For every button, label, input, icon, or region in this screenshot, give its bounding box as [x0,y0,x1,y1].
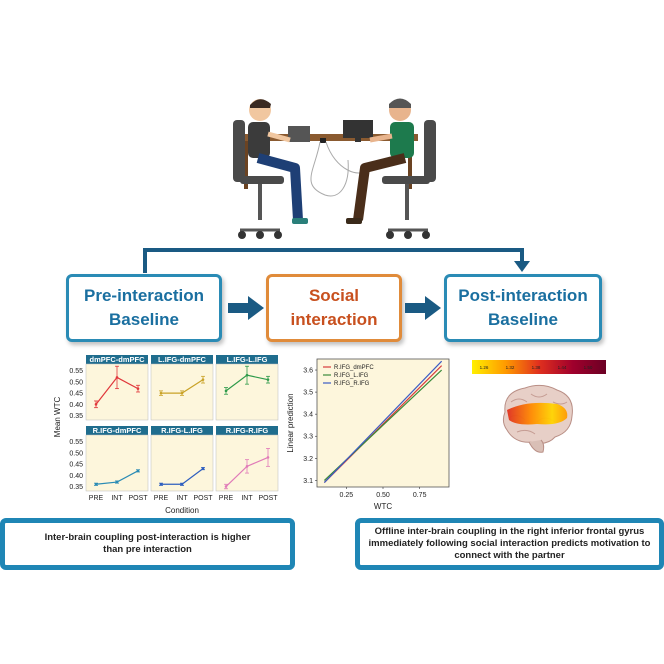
facet-xlabel: Condition [165,506,199,515]
data-point [224,389,228,393]
y-tick-label: 0.40 [69,473,83,480]
data-point [245,373,249,377]
y-tick-label: 0.55 [69,368,83,375]
x-tick-label: 0.75 [413,492,427,499]
result-right-text: Offline inter-brain coupling in the righ… [368,526,651,561]
y-tick-label: 0.50 [69,379,83,386]
y-tick-label: 3.2 [303,456,313,463]
colorbar-gradient [472,360,606,374]
data-point [159,482,163,486]
result-left-text: Inter-brain coupling post-interaction is… [44,532,251,555]
series-line [323,360,443,484]
facet-title: R.IFG-R.IFG [226,426,269,435]
post-interaction-label: Post-interaction Baseline [458,286,588,329]
brain-image [502,384,573,453]
y-tick-label: 0.45 [69,462,83,469]
loop-arrow [143,248,530,273]
x-tick-label: INT [111,495,123,502]
y-tick-label: 0.45 [69,391,83,398]
x-tick-label: POST [193,495,213,502]
data-point [180,391,184,395]
colorbar-tick: 1.44 [558,365,567,370]
data-point [266,456,270,459]
x-tick-label: 0.50 [376,492,390,499]
x-tick-label: PRE [219,495,234,502]
y-tick-label: 3.5 [303,390,313,397]
facet-strip [216,355,278,364]
social-interaction-label: Social interaction [290,286,378,329]
y-tick-label: 0.35 [69,413,83,420]
x-tick-label: POST [128,495,148,502]
x-tick-label: INT [241,495,253,502]
facet-title: R.IFG-dmPFC [93,426,142,435]
facet-ylabel: Mean WTC [53,397,62,438]
pre-interaction-box: Pre-interaction Baseline [66,274,222,342]
y-tick-label: 3.1 [303,478,313,485]
data-point [115,480,119,484]
legend-label: R.IFG_dmPFC [334,365,374,371]
colorbar-tick: 1.38 [532,365,541,370]
facet-title: R.IFG-L.IFG [161,426,203,435]
data-point [245,465,249,468]
data-point [136,387,140,390]
x-tick-label: INT [176,495,188,502]
data-point [180,482,184,486]
facet-strip [86,426,148,435]
arrow-right-icon [405,296,441,320]
facet-title: dmPFC-dmPFC [90,355,146,364]
data-point [201,378,205,381]
data-point [136,469,140,473]
y-tick-label: 3.3 [303,434,313,441]
facet-title: L.IFG-L.IFG [227,355,268,364]
data-point [115,376,119,379]
facet-strip [216,426,278,435]
data-point [94,482,98,486]
x-axis-title: WTC [374,502,392,511]
facet-plot: Mean WTC Condition dmPFC-dmPFC 0.55 0.50 0.45… [53,355,278,515]
colorbar-tick: 1.26 [480,365,489,370]
social-interaction-box: Social interaction [266,274,402,342]
y-tick-label: 0.35 [69,484,83,491]
facet-strip [151,355,213,364]
result-left-box: Inter-brain coupling post-interaction is… [0,518,295,570]
x-tick-label: PRE [154,495,169,502]
x-tick-label: POST [258,495,278,502]
pre-interaction-label: Pre-interaction Baseline [84,286,204,329]
colorbar: 1.26 1.32 1.38 1.44 1.50 [472,360,606,374]
y-tick-label: 0.55 [69,439,83,446]
x-tick-label: PRE [89,495,104,502]
data-point [94,403,98,406]
data-point [201,467,205,470]
y-tick-label: 0.50 [69,450,83,457]
result-right-box: Offline inter-brain coupling in the righ… [355,518,664,570]
colorbar-tick: 1.50 [584,365,593,370]
y-tick-label: 0.40 [69,402,83,409]
legend-label: R.IFG_R.IFG [334,381,370,387]
hyperscanning-illustration [233,98,436,239]
post-interaction-box: Post-interaction Baseline [444,274,602,342]
y-tick-label: 3.4 [303,412,313,419]
y-axis-title: Linear prediction [286,393,295,452]
data-point [266,378,270,381]
y-tick-label: 3.6 [303,368,313,375]
colorbar-tick: 1.32 [506,365,515,370]
arrow-right-icon [228,296,264,320]
x-tick-label: 0.25 [340,492,354,499]
facet-strip [151,426,213,435]
data-point [159,391,163,395]
legend-label: R.IFG_L.IFG [334,373,369,379]
data-point [224,485,228,488]
facet-panel [150,434,214,492]
facet-title: L.IFG-dmPFC [158,355,206,364]
facet-strip [86,355,148,364]
